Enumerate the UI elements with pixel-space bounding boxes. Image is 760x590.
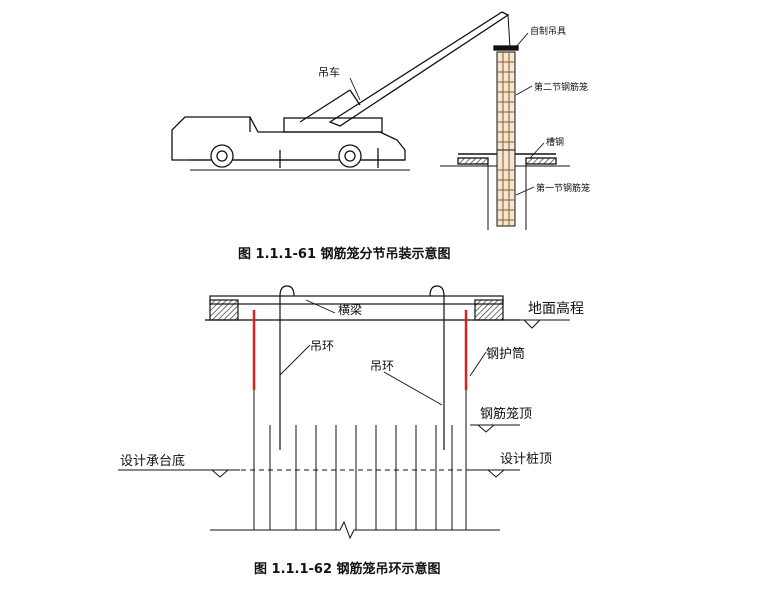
casing-top [487,160,527,230]
caption-top: 图 1.1.1-61 钢筋笼分节吊装示意图 [238,246,451,262]
label-cage-top: 钢筋笼顶 [480,406,532,422]
crane-truck [171,116,410,171]
cage-section-2 [496,51,516,151]
label-ground-level: 地面高程 [528,300,584,317]
label-pile-top: 设计桩顶 [500,452,552,467]
label-cap-bottom: 设计承台底 [120,453,185,469]
caption-bottom: 图 1.1.1-62 钢筋笼吊环示意图 [254,561,441,577]
lifting-tool [493,45,519,51]
label-lifting-tool: 自制吊具 [530,25,566,37]
leader-lines-top [349,32,545,196]
leader-lines-bottom [279,299,487,406]
label-cross-beam: 横梁 [338,302,362,317]
cross-beam [209,295,504,305]
label-crane: 吊车 [318,65,340,79]
label-channel-steel: 槽钢 [546,136,564,148]
bottom-break-line [210,520,500,540]
label-steel-casing: 钢护筒 [486,346,525,362]
elevation-markers [118,319,570,478]
support-block-left [209,299,239,321]
label-lifting-ring-right: 吊环 [370,359,394,373]
cage-bars [269,425,453,530]
hook-left [279,285,295,450]
hook-right [429,285,445,450]
lifting-ring-diagram [118,285,570,540]
cage-section-1 [496,149,516,227]
label-lifting-ring-left: 吊环 [310,339,334,353]
support-block-right [474,299,504,321]
crane-lifting-diagram [171,11,570,230]
label-cage-section-2: 第二节钢筋笼 [534,81,588,93]
label-cage-section-1: 第一节钢筋笼 [536,182,590,194]
crane-boom [299,11,511,127]
